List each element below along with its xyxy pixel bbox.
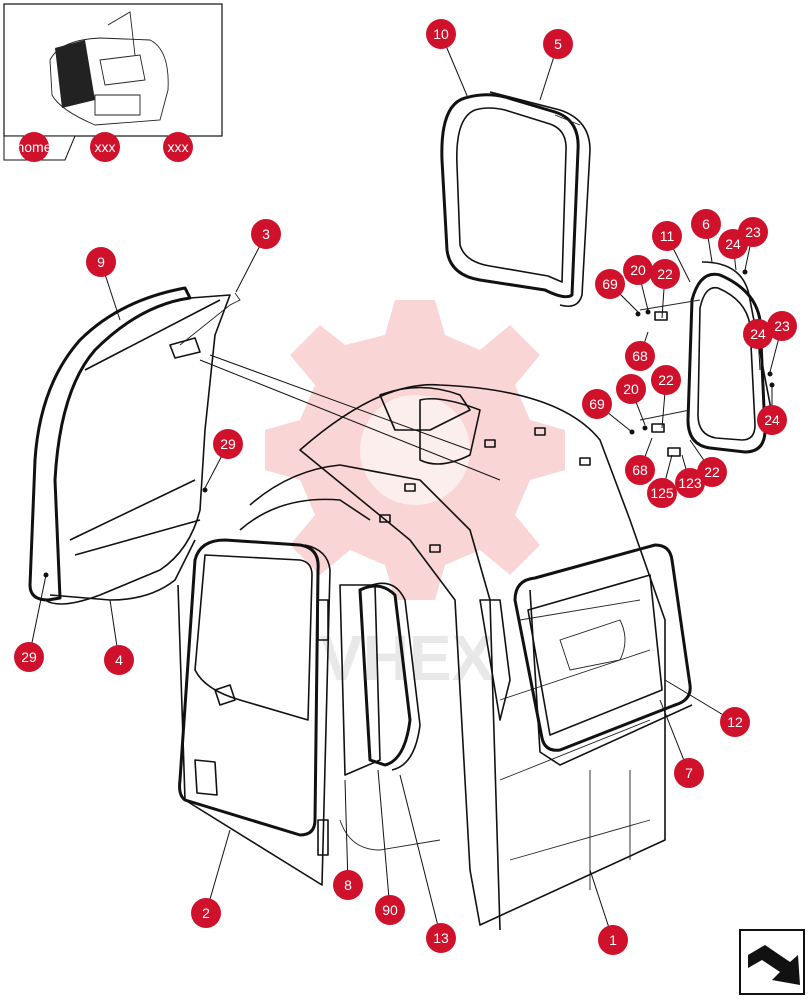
cab-roof-tabs [379, 427, 591, 553]
callout-label: 11 [660, 228, 675, 244]
callout-badge-29[interactable]: 29 [213, 429, 243, 459]
callout-badge-22[interactable]: 22 [651, 365, 681, 395]
callout-label: 22 [704, 464, 720, 480]
cab-door [177, 538, 331, 886]
rear-window-seals [339, 582, 421, 776]
callout-label: 69 [589, 396, 605, 412]
thumb-xxx-button-2[interactable]: xxx [163, 132, 193, 162]
callout-badge-24[interactable]: 24 [757, 405, 787, 435]
svg-text:xxx: xxx [95, 139, 116, 155]
callout-label: 29 [220, 436, 236, 452]
callout-badge-69[interactable]: 69 [595, 269, 625, 299]
callout-label: 13 [433, 930, 449, 946]
right-rear-window [513, 543, 693, 766]
callout-label: 23 [774, 318, 790, 334]
callout-label: 24 [725, 236, 741, 252]
callout-label: 22 [658, 372, 674, 388]
callout-badge-90[interactable]: 90 [375, 895, 405, 925]
callout-label: 90 [382, 902, 398, 918]
svg-text:xxx: xxx [168, 139, 189, 155]
callout-badge-20[interactable]: 20 [616, 374, 646, 404]
callout-label: 22 [657, 266, 673, 282]
watermark-text: VHEX [320, 622, 495, 694]
callout-badge-68[interactable]: 68 [625, 455, 655, 485]
callout-label: 6 [702, 216, 710, 232]
callout-label: 9 [97, 254, 105, 270]
watermark-gear-icon [265, 300, 565, 600]
callout-label: 29 [21, 649, 37, 665]
right-side-window [639, 261, 776, 454]
callout-badge-12[interactable]: 12 [720, 707, 750, 737]
callout-label: 24 [750, 326, 766, 342]
callout-badge-123[interactable]: 123 [675, 468, 705, 498]
callout-label: 23 [745, 224, 761, 240]
callout-badge-7[interactable]: 7 [674, 758, 704, 788]
callout-label: 8 [344, 877, 352, 893]
callout-badge-8[interactable]: 8 [333, 870, 363, 900]
callout-badge-29[interactable]: 29 [14, 642, 44, 672]
callout-label: 1 [609, 932, 617, 948]
next-page-arrow-icon[interactable] [739, 929, 805, 995]
callout-label: 3 [262, 226, 270, 242]
callout-label: 5 [554, 36, 562, 52]
callout-badge-23[interactable]: 23 [767, 311, 797, 341]
fastener-dots [43, 269, 775, 578]
callout-label: 20 [630, 262, 646, 278]
callout-badge-24[interactable]: 24 [743, 319, 773, 349]
callout-badge-11[interactable]: 11 [652, 221, 682, 251]
callout-label: 12 [727, 714, 743, 730]
thumb-home-button[interactable]: home [16, 132, 52, 162]
thumb-xxx-button-1[interactable]: xxx [90, 132, 120, 162]
callout-label: 24 [764, 412, 780, 428]
callout-label: 125 [650, 485, 674, 501]
callout-badge-69[interactable]: 69 [582, 389, 612, 419]
callout-badge-23[interactable]: 23 [738, 217, 768, 247]
callout-badge-10[interactable]: 10 [426, 19, 456, 49]
callout-badge-1[interactable]: 1 [598, 925, 628, 955]
callout-badge-5[interactable]: 5 [543, 29, 573, 59]
callout-label: 123 [678, 475, 702, 491]
callout-label: 68 [632, 462, 648, 478]
thumbnail-overview[interactable] [3, 3, 223, 161]
callout-badge-68[interactable]: 68 [625, 341, 655, 371]
callout-badge-9[interactable]: 9 [86, 247, 116, 277]
left-door-window [28, 286, 241, 605]
cab-body [239, 383, 666, 931]
callout-badge-6[interactable]: 6 [691, 209, 721, 239]
callout-label: 69 [602, 276, 618, 292]
callout-label: 10 [433, 26, 449, 42]
callout-badge-22[interactable]: 22 [650, 259, 680, 289]
callout-badge-125[interactable]: 125 [647, 478, 677, 508]
callout-label: 20 [623, 381, 639, 397]
callout-label: 4 [115, 652, 123, 668]
callout-label: 68 [632, 348, 648, 364]
callout-label: 7 [685, 765, 693, 781]
callout-label: 2 [202, 905, 210, 921]
callout-badge-20[interactable]: 20 [623, 255, 653, 285]
callout-badge-3[interactable]: 3 [251, 219, 281, 249]
callout-badge-2[interactable]: 2 [191, 898, 221, 928]
top-window-glass [440, 91, 591, 308]
svg-text:home: home [16, 139, 51, 155]
callout-badge-4[interactable]: 4 [104, 645, 134, 675]
callout-badge-13[interactable]: 13 [426, 923, 456, 953]
